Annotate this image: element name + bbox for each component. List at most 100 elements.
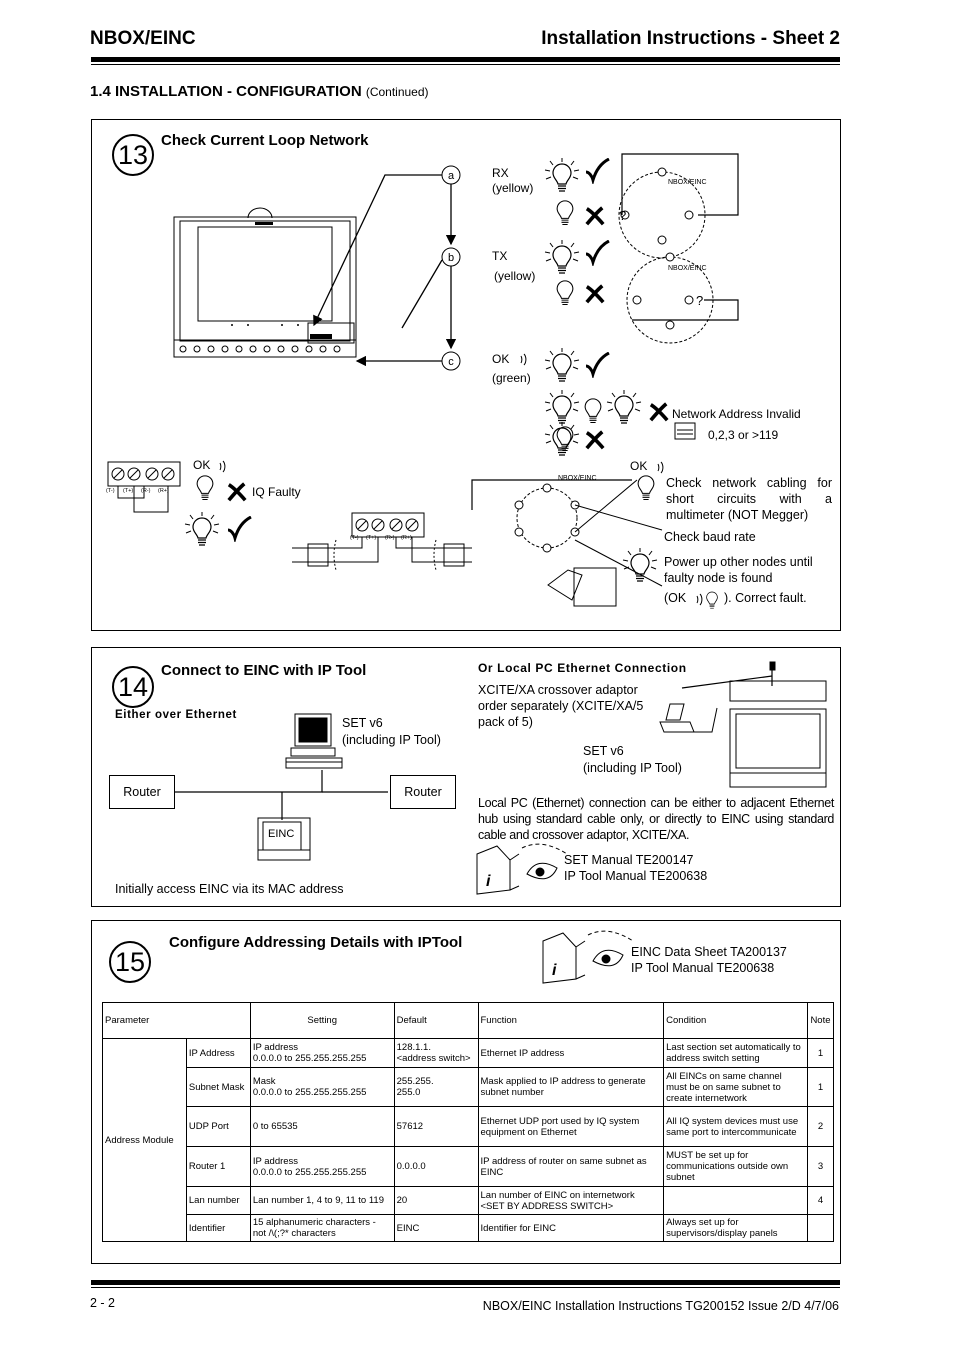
setting-line: 0.0.0.0 to 255.255.255.255 — [252, 1087, 367, 1098]
or-local-label: Or Local PC Ethernet Connection — [478, 661, 687, 675]
table-row: Lan number Lan number 1, 4 to 9, 11 to 1… — [103, 1186, 835, 1215]
col-parameter: Parameter — [102, 1002, 251, 1039]
question-mid: ? — [696, 293, 703, 308]
loop-ring-bottom — [516, 487, 578, 549]
section-continued: (Continued) — [365, 85, 429, 99]
setting-line: Lan number 1, 4 to 9, 11 to 119 — [252, 1195, 384, 1206]
note-cell: 1 — [806, 1067, 835, 1107]
step15-title: Configure Addressing Details with IPTool — [169, 934, 463, 951]
terminal-label: (T-) — [350, 535, 359, 541]
either-ethernet-label: Either over Ethernet — [115, 709, 237, 721]
panel-drawing-small — [681, 661, 827, 788]
check-baud-note: Check baud rate — [664, 530, 756, 544]
laptop-drawing — [659, 703, 718, 733]
rx-label: RX — [492, 166, 509, 180]
section-title: 1.4 INSTALLATION - CONFIGURATION — [90, 83, 362, 100]
marker-a: a — [448, 170, 455, 182]
setting-line: 0.0.0.0 to 255.255.255.255 — [252, 1166, 367, 1178]
nbox-label-bottom: NBOX/EINC — [558, 475, 597, 482]
default-line: <address switch> — [396, 1053, 471, 1064]
col-default: Default — [393, 1002, 479, 1039]
condition-cell: All IQ system devices must use same port… — [663, 1106, 808, 1147]
condition-cell: Last section set automatically to addres… — [663, 1038, 808, 1068]
doc-header-title: Installation Instructions - Sheet 2 — [541, 28, 840, 49]
net-addr-values: 0,2,3 or >119 — [708, 428, 778, 442]
ok-lit-bulb — [544, 348, 580, 382]
fire-panel-drawing — [173, 207, 357, 358]
default-line: 20 — [396, 1195, 408, 1206]
einc-drawing — [257, 817, 311, 861]
setting-line: IP address — [252, 1155, 299, 1167]
note-cell: 3 — [806, 1146, 835, 1187]
default-cell: 57612 — [393, 1106, 479, 1147]
ok-label: OK — [492, 352, 509, 366]
terminal-label: (R+) — [401, 535, 412, 541]
manual-iptool: IP Tool Manual TE200638 — [564, 869, 708, 883]
function-line: Ethernet IP address — [480, 1047, 565, 1059]
default-line: 0.0.0.0 — [396, 1161, 426, 1172]
set-v6-sub-b: (including IP Tool) — [583, 761, 682, 775]
doc-ref-datasheet: EINC Data Sheet TA200137 — [631, 945, 787, 959]
iq-faulty: IQ Faulty — [252, 485, 301, 499]
terminal-label: (R-) — [385, 535, 395, 541]
check-cabling-note: Check network cabling for short circuits… — [666, 476, 832, 522]
group-address-module: Address Module — [102, 1038, 187, 1242]
terminal-label: (T-) — [106, 488, 115, 494]
function-line: subnet number — [480, 1087, 544, 1098]
correct-fault: ). Correct fault. — [724, 591, 807, 605]
rx-color: (yellow) — [492, 181, 533, 195]
step14-number: 14 — [112, 666, 154, 708]
rx-lit-bulb — [544, 158, 580, 192]
condition-cell: Always set up for supervisors/display pa… — [663, 1214, 808, 1242]
col-setting: Setting — [249, 1002, 395, 1039]
router-right: Router — [390, 775, 456, 809]
terminal-label: (R-) — [141, 488, 151, 494]
param-cell: Subnet Mask — [185, 1067, 251, 1107]
doc-header-product: NBOX/EINC — [90, 28, 196, 49]
terminal-block-centre — [292, 479, 632, 571]
default-cell: 20 — [393, 1186, 479, 1215]
step13-title: Check Current Loop Network — [161, 132, 369, 149]
function-cell: Ethernet IP address — [477, 1038, 665, 1068]
info-book-icon — [542, 930, 634, 984]
header-rule — [91, 57, 840, 62]
note-cell: 2 — [806, 1106, 835, 1147]
local-pc-note: Local PC (Ethernet) connection can be ei… — [478, 796, 834, 842]
ok-color: (green) — [492, 371, 531, 385]
info-i-icon: i — [552, 962, 557, 979]
power-up-note: Power up other nodes until faulty node i… — [664, 555, 813, 585]
net-addr-invalid: Network Address Invalid — [672, 407, 801, 421]
section-heading: 1.4 INSTALLATION - CONFIGURATION (Contin… — [90, 83, 429, 100]
default-line: 128.1.1. — [396, 1042, 431, 1053]
function-line: equipment on Ethernet — [480, 1126, 577, 1138]
ok-right-label: OK — [630, 459, 647, 473]
step15-box: i 15 Configure Addressing Details with I… — [91, 920, 841, 1264]
default-line: 255.0 — [396, 1087, 421, 1098]
step13-box: a b c RX (yellow) TX (yellow) OK (green) — [91, 119, 841, 631]
setting-cell: 0 to 65535 — [249, 1106, 395, 1147]
terminal-label: (T+) — [366, 535, 376, 541]
address-params-table: Parameter Setting Default Function Condi… — [102, 1002, 835, 1242]
setting-line: not /\(;?* characters — [252, 1228, 336, 1239]
terminal-block-left — [107, 461, 181, 513]
setting-line: IP address — [252, 1042, 299, 1053]
info-i-icon: i — [486, 873, 491, 890]
default-cell: 255.255.255.0 — [393, 1067, 479, 1107]
default-line: EINC — [396, 1222, 420, 1234]
function-cell: Identifier for EINC — [477, 1214, 665, 1242]
pc-drawing — [285, 713, 343, 769]
default-cell: EINC — [393, 1214, 479, 1242]
function-line: Lan number of EINC on internetwork — [480, 1189, 635, 1201]
setting-line: 0.0.0.0 to 255.255.255.255 — [252, 1053, 367, 1064]
default-cell: 0.0.0.0 — [393, 1146, 479, 1187]
param-cell: Identifier — [185, 1214, 251, 1242]
doc-ref-iptool: IP Tool Manual TE200638 — [631, 961, 775, 975]
param-cell: Router 1 — [185, 1146, 251, 1187]
initially-note: Initially access EINC via its MAC addres… — [115, 882, 344, 896]
default-line: 255.255. — [396, 1076, 434, 1087]
